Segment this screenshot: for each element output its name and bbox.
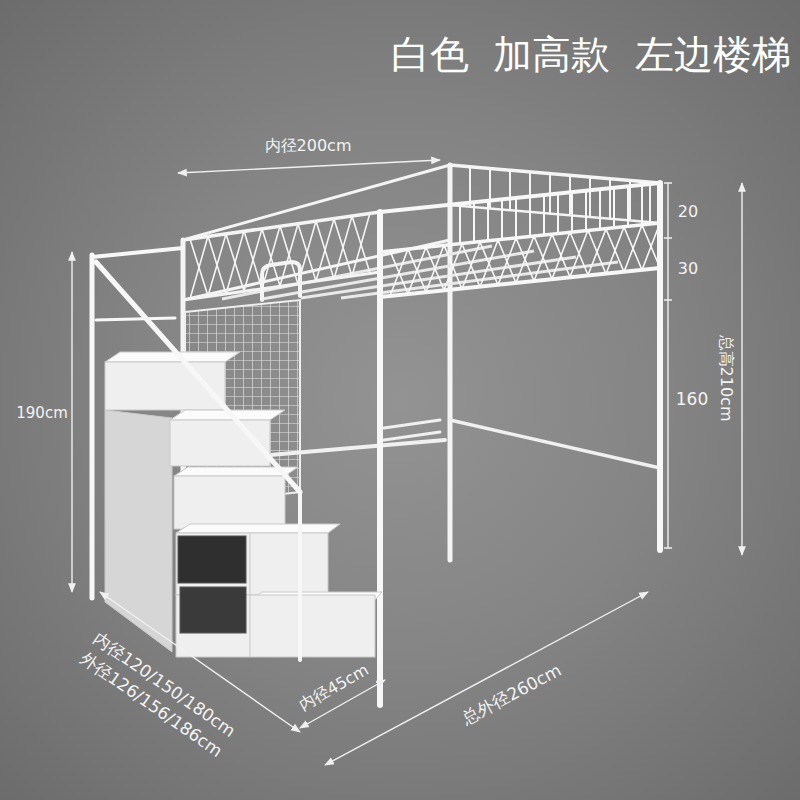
handrail — [92, 248, 183, 257]
stair-step — [174, 476, 285, 529]
dimension-label: 内径45cm — [296, 661, 372, 715]
front-rail — [380, 183, 660, 212]
dimension-label: 20 — [678, 203, 698, 221]
drawer — [178, 536, 246, 583]
dimension-label: 30 — [678, 260, 698, 278]
dimension-label: 内径200cm — [265, 137, 352, 155]
side-rail — [183, 272, 380, 300]
stair-tread — [105, 352, 240, 362]
dimension-line — [741, 183, 742, 555]
staircase — [105, 352, 382, 657]
side-rail — [183, 212, 380, 240]
hanging-rod — [270, 440, 445, 455]
stair-post — [298, 492, 302, 660]
side-rail — [450, 165, 660, 183]
lower-rail — [450, 420, 660, 468]
dimension-label: 总外径260cm — [459, 661, 565, 730]
stair-side — [105, 410, 172, 652]
bed-post — [448, 165, 453, 560]
stair-rail — [96, 318, 175, 320]
dimension-line — [178, 160, 440, 173]
drawer — [180, 587, 246, 633]
dimension-ticks — [664, 183, 672, 548]
bed-post — [657, 183, 663, 550]
entry-handle — [262, 262, 300, 300]
dimension-label: 160 — [676, 390, 708, 410]
handrail — [96, 262, 300, 492]
stair-post — [90, 255, 95, 598]
dimension-label: 总高210cm — [717, 335, 735, 422]
title: 白色 加高款 左边楼梯 — [391, 33, 790, 78]
x-lattice — [390, 223, 660, 296]
bed-post — [377, 212, 383, 705]
back-rail — [183, 165, 450, 240]
dimension-line — [325, 592, 648, 765]
stair-step — [176, 533, 328, 595]
lower-rail — [384, 420, 440, 440]
stair-divider — [250, 533, 251, 657]
dimension-label: 190cm — [16, 405, 68, 422]
dimension-line — [71, 252, 72, 592]
stair-tread — [176, 524, 340, 533]
x-lattice — [190, 216, 370, 299]
